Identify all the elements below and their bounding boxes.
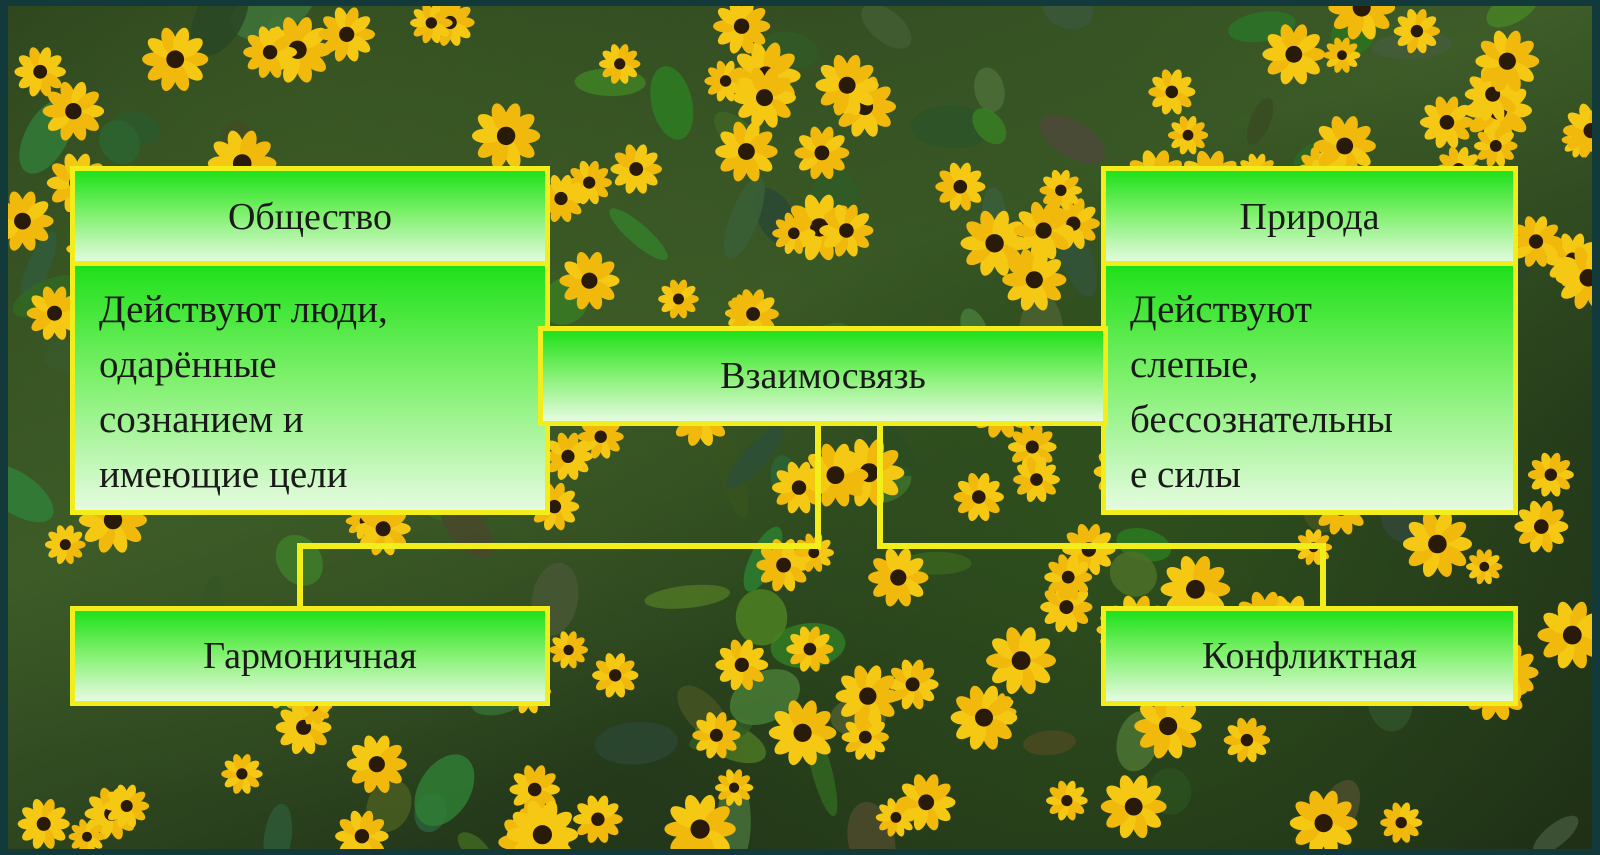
society-description-box: Действуют люди, одарённые сознанием и им… [70,261,550,515]
slide-canvas: Общество Действуют люди, одарённые созна… [8,6,1592,849]
nature-description-box: Действуют слепые, бессознательны е силы [1101,261,1518,515]
conflict-box: Конфликтная [1101,606,1518,706]
interrelation-box: Взаимосвязь [538,326,1108,426]
society-title-box: Общество [70,166,550,268]
conflict-label: Конфликтная [1202,634,1417,678]
society-title: Общество [228,195,392,239]
harmonious-box: Гармоничная [70,606,550,706]
nature-title-box: Природа [1101,166,1518,268]
harmonious-label: Гармоничная [203,634,417,678]
interrelation-label: Взаимосвязь [720,354,926,398]
nature-title: Природа [1240,195,1380,239]
